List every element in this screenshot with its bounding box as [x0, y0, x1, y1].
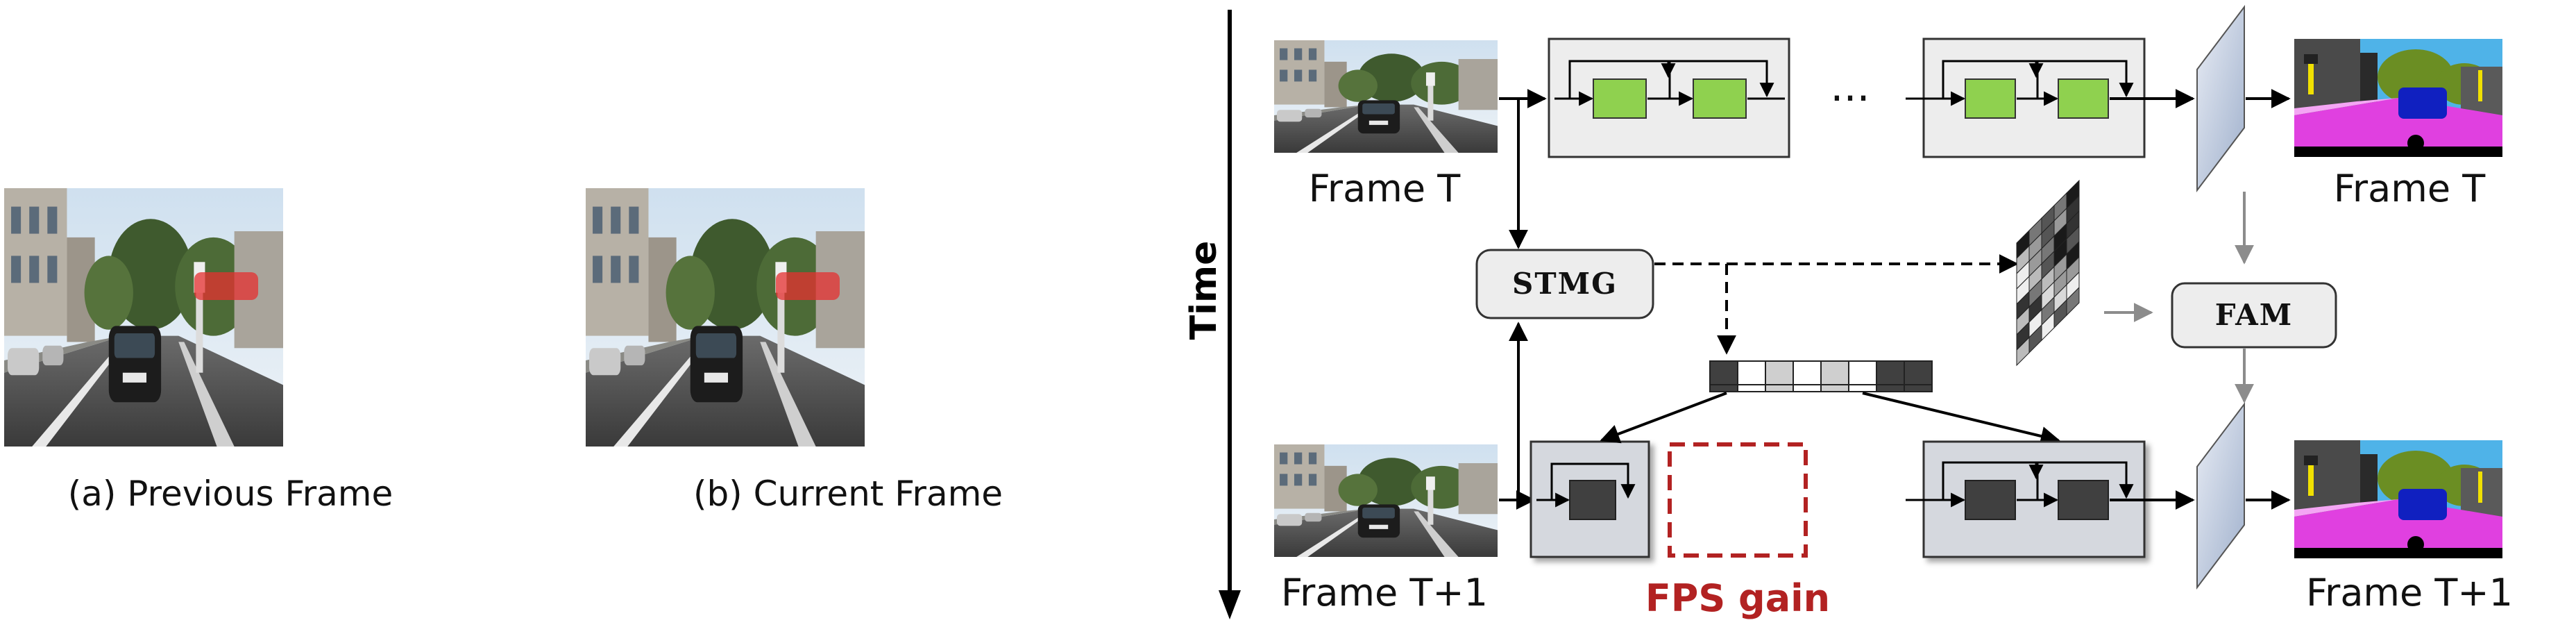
caption-previous-frame: (a) Previous Frame — [68, 474, 393, 514]
highlighted-region — [194, 272, 258, 300]
mask-cell — [1737, 360, 1766, 392]
frame-t-label: Frame T — [1309, 167, 1461, 210]
mask-cell — [1904, 360, 1933, 392]
row-frame-t1: Frame T+1 FPS gain Frame T+1 — [1274, 322, 2513, 620]
mask-cell — [1820, 360, 1849, 392]
frame-t-image — [1274, 40, 1498, 153]
active-block — [1693, 78, 1747, 119]
active-block — [1965, 78, 2016, 119]
panel-current-frame: (b) Current Frame — [586, 188, 1003, 514]
output-t1-segmentation — [2294, 440, 2502, 558]
skipped-block — [1965, 480, 2016, 520]
mask-cell — [1793, 360, 1822, 392]
middle-modules: STMG FAM — [1475, 99, 2337, 403]
feature-map — [2196, 5, 2245, 192]
skipped-block — [1569, 480, 1616, 520]
highlighted-region — [776, 272, 840, 300]
output-t1-label: Frame T+1 — [2306, 571, 2513, 615]
fps-gain-box — [1668, 442, 1808, 558]
mask-cell — [1876, 360, 1905, 392]
time-arrow-head — [1219, 590, 1241, 619]
attention-cell — [2066, 286, 2080, 317]
time-label: Time — [1183, 241, 1225, 340]
attention-matrix — [2016, 179, 2080, 367]
time-axis: Time — [1183, 10, 1241, 619]
active-block — [1593, 78, 1647, 119]
data-flow-arrow — [1862, 392, 2060, 446]
fps-gain-label: FPS gain — [1645, 576, 1830, 620]
feature-map — [2196, 402, 2245, 590]
previous-frame-image — [4, 188, 283, 447]
skipped-block — [2058, 480, 2109, 520]
block-mask-vector — [1709, 360, 1933, 392]
current-frame-image — [586, 188, 865, 447]
panel-previous-frame: (a) Previous Frame — [4, 188, 393, 514]
fam-module — [2171, 282, 2337, 349]
active-block — [2058, 78, 2109, 119]
mask-outline — [1709, 384, 1933, 392]
stmg-module — [1475, 249, 1654, 319]
frame-t1-image — [1274, 444, 1498, 557]
caption-current-frame: (b) Current Frame — [693, 474, 1003, 514]
mask-cell — [1709, 360, 1738, 392]
output-t-segmentation — [2294, 39, 2502, 157]
mask-cell — [1765, 360, 1794, 392]
row-frame-t: Frame T ··· — [1274, 5, 2502, 210]
data-flow-arrow — [1600, 392, 1727, 444]
output-t-label: Frame T — [2334, 167, 2486, 210]
frame-t1-label: Frame T+1 — [1281, 571, 1488, 615]
fam-label: FAM — [2215, 298, 2293, 332]
ellipsis: ··· — [1830, 74, 1870, 123]
backbone-stage-n — [1906, 37, 2195, 158]
stmg-label: STMG — [1512, 267, 1618, 301]
mask-cell — [1848, 360, 1877, 392]
backbone-stage-1 — [1548, 37, 1790, 158]
